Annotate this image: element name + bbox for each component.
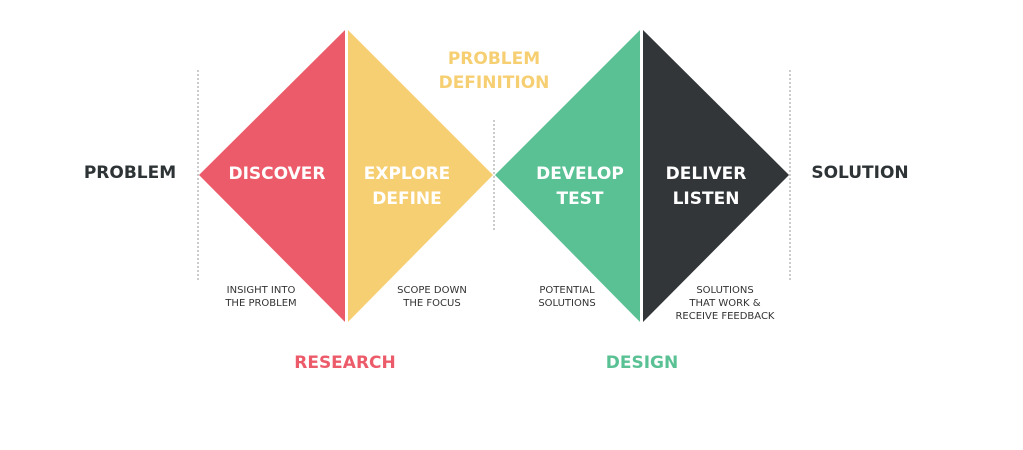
deliver-note: SOLUTIONS THAT WORK & RECEIVE FEEDBACK [665, 284, 785, 323]
deliver-text: DELIVER [665, 164, 747, 184]
develop-text: DEVELOP [536, 164, 624, 184]
listen-text: LISTEN [672, 189, 740, 209]
define-text: DEFINE [372, 189, 442, 209]
develop-title: DEVELOP TEST [520, 162, 640, 212]
develop-note: POTENTIAL SOLUTIONS [522, 284, 612, 310]
research-label: RESEARCH [294, 353, 396, 373]
problem-definition-label: PROBLEM DEFINITION [424, 47, 564, 95]
midpoint-line: PROBLEM [447, 49, 541, 69]
problem-label: PROBLEM [83, 163, 177, 183]
note-line: SOLUTIONS [538, 298, 596, 309]
explore-text: EXPLORE [363, 164, 451, 184]
design-label: DESIGN [605, 353, 679, 373]
note-line: RECEIVE FEEDBACK [675, 311, 775, 322]
note-line: INSIGHT INTO [226, 285, 296, 296]
develop-triangle [495, 30, 640, 322]
define-note: SCOPE DOWN THE FOCUS [387, 284, 477, 310]
note-line: THE FOCUS [403, 298, 461, 309]
note-line: THE PROBLEM [225, 298, 297, 309]
deliver-triangle [643, 30, 789, 322]
note-line: POTENTIAL [539, 285, 595, 296]
midpoint-line: DEFINITION [438, 73, 550, 93]
note-line: SOLUTIONS [696, 285, 754, 296]
discover-note: INSIGHT INTO THE PROBLEM [216, 284, 306, 310]
deliver-title: DELIVER LISTEN [646, 162, 766, 212]
solution-label: SOLUTION [811, 163, 909, 183]
test-text: TEST [556, 189, 604, 209]
define-title: EXPLORE DEFINE [352, 162, 462, 212]
define-triangle [348, 30, 493, 322]
note-line: SCOPE DOWN [397, 285, 467, 296]
discover-triangle [199, 30, 345, 322]
note-line: THAT WORK & [689, 298, 761, 309]
discover-title: DISCOVER [228, 164, 326, 184]
